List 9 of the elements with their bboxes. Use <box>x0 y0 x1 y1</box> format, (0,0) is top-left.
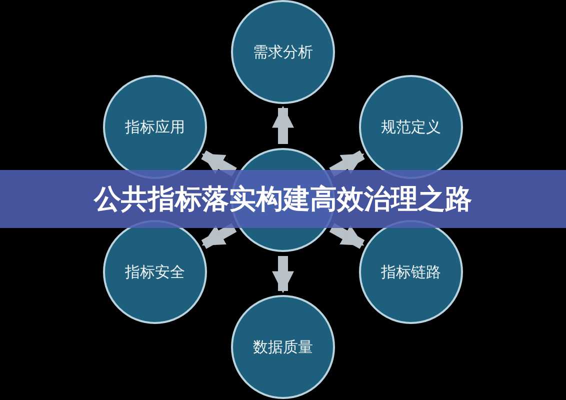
block-arrow <box>272 106 294 144</box>
node-label: 指标链路 <box>381 262 441 282</box>
node-label: 数据质量 <box>253 338 313 356</box>
node-label: 规范定义 <box>381 118 441 136</box>
node-label: 指标应用 <box>125 118 185 136</box>
block-arrow <box>272 256 294 294</box>
node-label: 指标安全 <box>125 262 185 282</box>
title: 公共指标落实构建高效治理之路 <box>94 183 472 217</box>
node-label: 需求分析 <box>253 42 313 62</box>
